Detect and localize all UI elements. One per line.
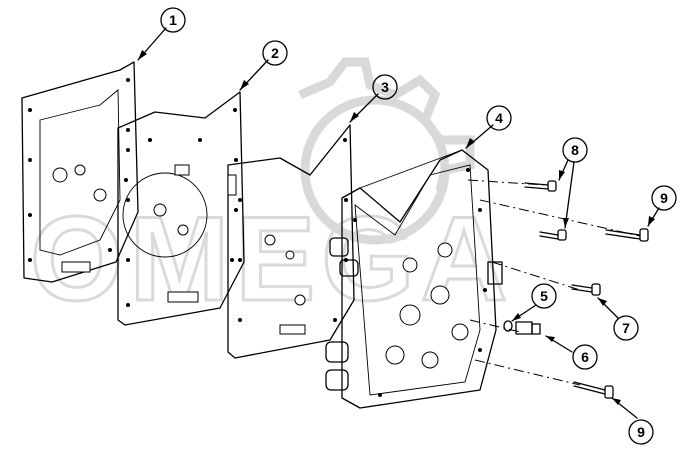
callout-2-label: 2 <box>271 45 279 61</box>
bolt-part-9-lower <box>573 381 614 399</box>
separator-plate-part-2 <box>117 91 245 326</box>
callout-1-label: 1 <box>169 12 177 28</box>
callout-9-lower-label: 9 <box>637 424 645 440</box>
bolt-part-8-upper <box>524 180 557 192</box>
callout-9-upper: 9 <box>651 185 677 211</box>
callout-1: 1 <box>160 7 186 33</box>
bolt-part-7 <box>571 283 601 296</box>
gasket-part-1 <box>21 61 139 283</box>
callout-8-label: 8 <box>571 142 579 158</box>
callout-6-label: 6 <box>581 349 589 365</box>
valve-body-part-4 <box>325 149 503 409</box>
callout-2: 2 <box>262 40 288 66</box>
callout-7-label: 7 <box>622 320 630 336</box>
gasket-part-3 <box>227 124 355 359</box>
watermark: OMEGA <box>29 57 513 328</box>
watermark-text: OMEGA <box>30 192 513 326</box>
callout-4-label: 4 <box>495 110 503 126</box>
callout-9-lower: 9 <box>628 419 654 445</box>
callout-7: 7 <box>613 315 639 341</box>
callout-5-label: 5 <box>540 288 548 304</box>
callout-4: 4 <box>486 105 512 131</box>
gear-watermark-icon <box>298 57 475 245</box>
callout-9-upper-label: 9 <box>660 190 668 206</box>
plug-part-6 <box>515 321 541 335</box>
callout-6: 6 <box>572 344 598 370</box>
callout-3: 3 <box>372 74 398 100</box>
callout-3-label: 3 <box>381 79 389 95</box>
callout-5: 5 <box>531 283 557 309</box>
callout-8: 8 <box>562 137 588 163</box>
bolt-part-9-upper <box>605 228 649 242</box>
o-ring-part-5 <box>503 320 513 332</box>
leader-lines <box>137 27 660 419</box>
bolt-part-8-lower <box>539 229 567 241</box>
